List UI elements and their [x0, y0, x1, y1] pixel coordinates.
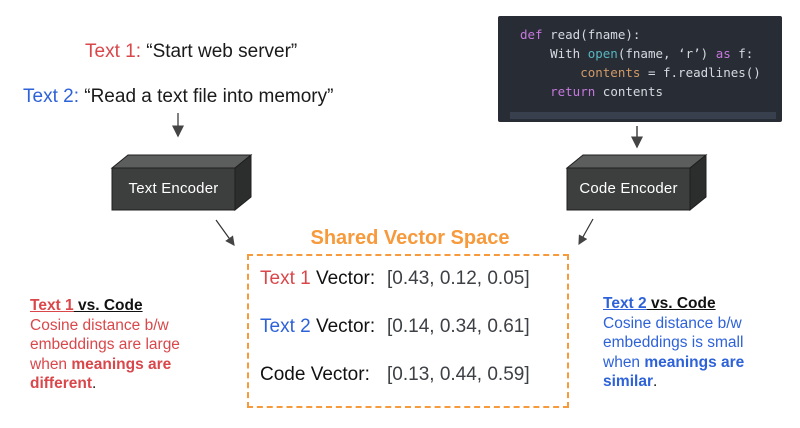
- text1-vs-code-period: .: [92, 375, 97, 392]
- code-line: return contents: [520, 82, 761, 101]
- code-token: With: [520, 46, 588, 61]
- code-snippet: def read(fname): With open(fname, ‘r’) a…: [498, 16, 782, 122]
- text2-vs-code-body-normal: Cosine distance b/w embeddings is small …: [603, 314, 744, 371]
- code-token: [520, 84, 550, 99]
- code-vector-label: Code Vector:: [260, 364, 387, 386]
- text2-vs-code-title: Text 2 vs. Code: [603, 294, 765, 314]
- text1-vector-label-rest: Vector:: [310, 268, 376, 289]
- text2-vs-code-period: .: [652, 373, 658, 390]
- code-vector-value: [0.13, 0.44, 0.59]: [387, 364, 530, 385]
- text1-vs-code-body: Cosine distance b/w embeddings are large…: [30, 316, 190, 394]
- text2-vs-code-body-bold: meanings are similar: [603, 353, 745, 391]
- text2-vector-value: [0.14, 0.34, 0.61]: [387, 316, 530, 337]
- text2-label: Text 2:: [23, 86, 79, 107]
- text1-sample: Text 1: “Start web server”: [85, 41, 297, 63]
- text2-vs-code-title-rest: vs. Code: [646, 295, 716, 312]
- code-token: def: [520, 27, 543, 42]
- text-encoder-label: Text Encoder: [128, 180, 219, 197]
- code-line: def read(fname):: [520, 25, 761, 44]
- text2-sample: Text 2: “Read a text file into memory”: [23, 86, 333, 108]
- code-token: return: [550, 84, 596, 99]
- text1-vs-code-title-rest: vs. Code: [73, 297, 143, 314]
- text2-vs-code-title-colored: Text 2: [603, 295, 647, 312]
- code-token: f:: [730, 46, 754, 61]
- code-token: read(fname):: [542, 27, 641, 42]
- text1-vs-code-body-normal: Cosine distance b/w embeddings are large…: [30, 316, 180, 373]
- text1-vector-value: [0.43, 0.12, 0.05]: [387, 268, 530, 289]
- text1-vs-code-body-bold: meanings are different: [30, 355, 172, 393]
- text1-vs-code-annotation: Text 1 vs. Code Cosine distance b/w embe…: [30, 296, 190, 394]
- text1-vector-label-colored: Text 1: [260, 268, 311, 289]
- text1-vs-code-title: Text 1 vs. Code: [30, 296, 190, 316]
- code-token: = f.readlines(): [640, 65, 761, 80]
- arrow-code-encoder-to-vector-space: [578, 218, 594, 246]
- code-line: With open(fname, ‘r’) as f:: [520, 44, 761, 63]
- code-lines: def read(fname): With open(fname, ‘r’) a…: [520, 25, 761, 101]
- code-token: (fname, ‘r’): [617, 46, 716, 61]
- text2-vs-code-body: Cosine distance b/w embeddings is small …: [603, 314, 765, 392]
- code-token: open: [587, 46, 618, 61]
- text2-value: “Read a text file into memory”: [78, 86, 334, 107]
- text-encoder-box-top: [110, 154, 253, 169]
- text1-vs-code-title-colored: Text 1: [30, 297, 74, 314]
- code-vector-label-rest: Code Vector:: [260, 364, 370, 385]
- code-token: contents: [520, 65, 641, 80]
- code-vector-row: Code Vector: [0.13, 0.44, 0.59]: [260, 364, 530, 386]
- text2-vs-code-annotation: Text 2 vs. Code Cosine distance b/w embe…: [603, 294, 765, 392]
- code-token: as: [715, 46, 731, 61]
- text1-label: Text 1:: [85, 41, 141, 62]
- code-encoder-label: Code Encoder: [579, 180, 678, 197]
- code-encoder-box-side: [689, 153, 707, 212]
- code-token: contents: [595, 84, 663, 99]
- text2-vector-label-colored: Text 2: [260, 316, 311, 337]
- text1-value: “Start web server”: [140, 41, 298, 62]
- text1-vector-row: Text 1 Vector:[0.43, 0.12, 0.05]: [260, 268, 530, 290]
- text1-vector-label: Text 1 Vector:: [260, 268, 387, 290]
- code-line: contents = f.readlines(): [520, 63, 761, 82]
- arrow-text-encoder-to-vector-space: [215, 219, 235, 246]
- code-scrollbar[interactable]: [510, 112, 776, 119]
- shared-vector-space-box: Text 1 Vector:[0.43, 0.12, 0.05] Text 2 …: [247, 254, 569, 408]
- code-encoder-box-top: [565, 154, 708, 169]
- text2-vector-row: Text 2 Vector:[0.14, 0.34, 0.61]: [260, 316, 530, 338]
- shared-vector-space-title: Shared Vector Space: [310, 227, 510, 249]
- text2-vector-label-rest: Vector:: [310, 316, 376, 337]
- text2-vector-label: Text 2 Vector:: [260, 316, 387, 338]
- text-encoder-box-side: [234, 153, 252, 212]
